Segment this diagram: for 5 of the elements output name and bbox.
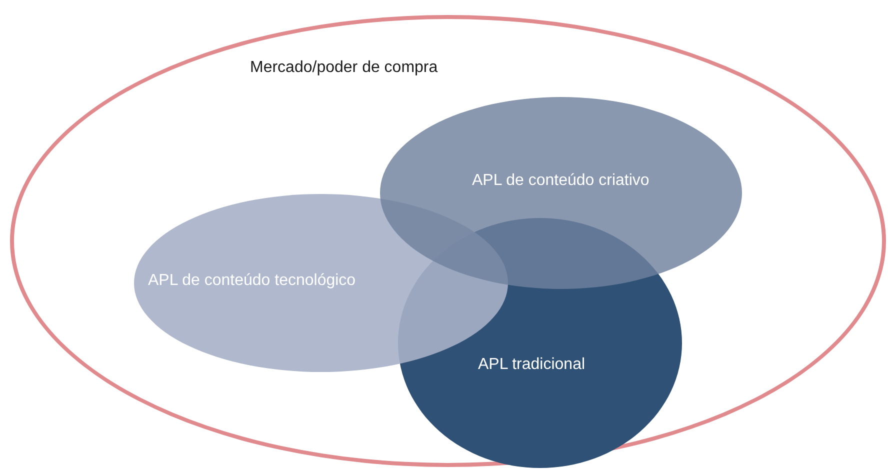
ellipse-label: APL de conteúdo criativo [472,172,650,190]
market-ellipse [10,15,886,467]
ellipse-label: APL tradicional [478,356,586,374]
ellipse-heading: Mercado/poder de compra [250,59,438,77]
ellipse-label: APL de conteúdo tecnológico [148,272,356,290]
